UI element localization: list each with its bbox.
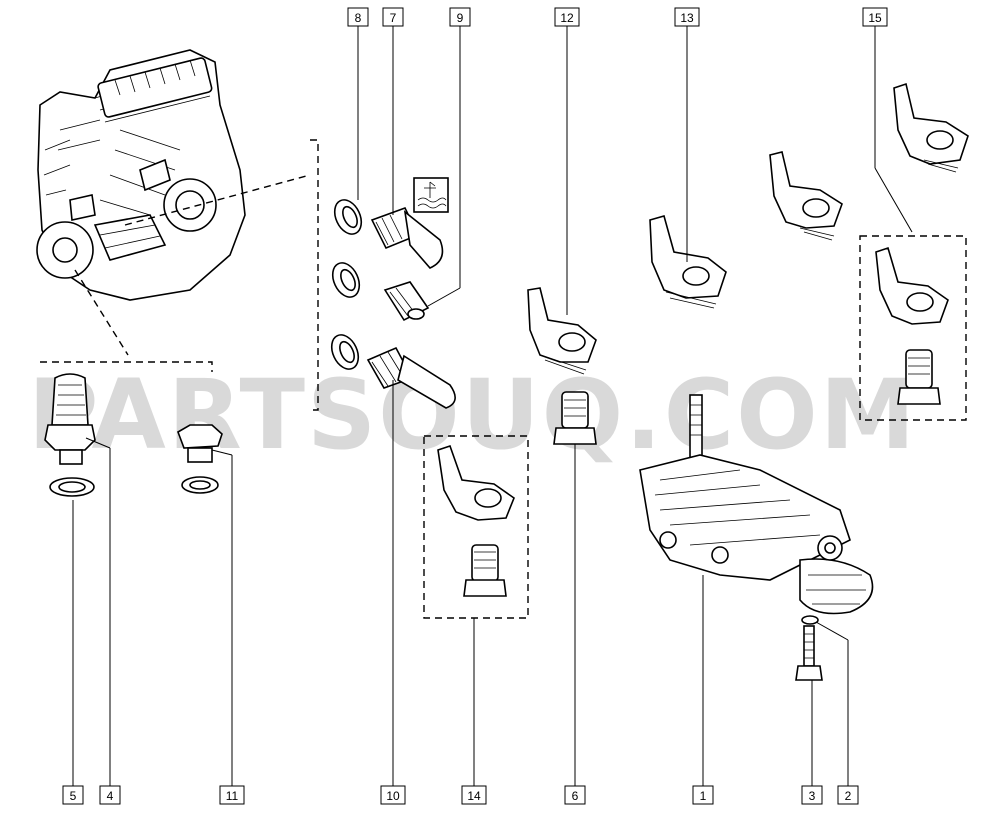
part-9-plug [383,281,430,322]
part-5-washer [49,477,95,497]
callout-10: 10 [380,785,406,805]
callout-8: 8 [347,7,369,27]
part-1-oil-pump [639,394,874,615]
callout-13: 13 [674,7,700,27]
engine-assembly-icon [36,49,246,301]
svg-text:12: 12 [560,11,574,25]
svg-text:14: 14 [467,789,481,803]
part-6-bolt [553,391,597,445]
part-13-bracket-c [893,82,969,173]
callout-6: 6 [564,785,586,805]
part-13-bracket-b [769,151,843,241]
svg-text:10: 10 [386,789,400,803]
svg-text:8: 8 [355,11,362,25]
group-box-15 [859,235,967,421]
part-10-sensor [366,346,456,409]
engine-leader-lower [74,269,129,356]
callout-9: 9 [449,7,471,27]
svg-text:2: 2 [845,789,852,803]
part-4-oil-pressure-switch [44,373,96,465]
engine-leader [124,174,311,226]
callout-2: 2 [837,785,859,805]
part-11-drain-plug [177,424,223,494]
svg-text:15: 15 [868,11,882,25]
part-2-washer [801,615,819,625]
part-8-seal [333,199,363,235]
part-3-bolt [795,625,823,681]
leader-lines [72,26,913,786]
callout-1: 1 [692,785,714,805]
svg-text:3: 3 [809,789,816,803]
callout-3: 3 [801,785,823,805]
svg-text:7: 7 [390,11,397,25]
svg-text:4: 4 [107,789,114,803]
svg-text:6: 6 [572,789,579,803]
group-box-14 [423,435,529,619]
watermark: PARTSOUQ.COM [28,359,917,471]
callout-14: 14 [461,785,487,805]
part-8-seal-3 [330,334,360,370]
svg-text:13: 13 [680,11,694,25]
part-7-sensor [370,207,444,269]
group-bracket-left [40,361,213,372]
svg-text:5: 5 [70,789,77,803]
callout-5: 5 [62,785,84,805]
part-14-bracket [437,444,515,597]
svg-text:1: 1 [700,789,707,803]
callout-12: 12 [554,7,580,27]
part-8-seal-2 [331,262,361,298]
callout-4: 4 [99,785,121,805]
callout-15: 15 [862,7,888,27]
callout-7: 7 [382,7,404,27]
svg-text:11: 11 [226,789,239,803]
svg-text:9: 9 [457,11,464,25]
part-15-bracket [875,246,949,405]
part-12-bracket [527,287,597,375]
oil-level-sensor-symbol-icon [413,177,449,213]
part-13-bracket [649,215,727,309]
callout-11: 11 [219,785,245,805]
group-bracket-centre [310,139,319,411]
